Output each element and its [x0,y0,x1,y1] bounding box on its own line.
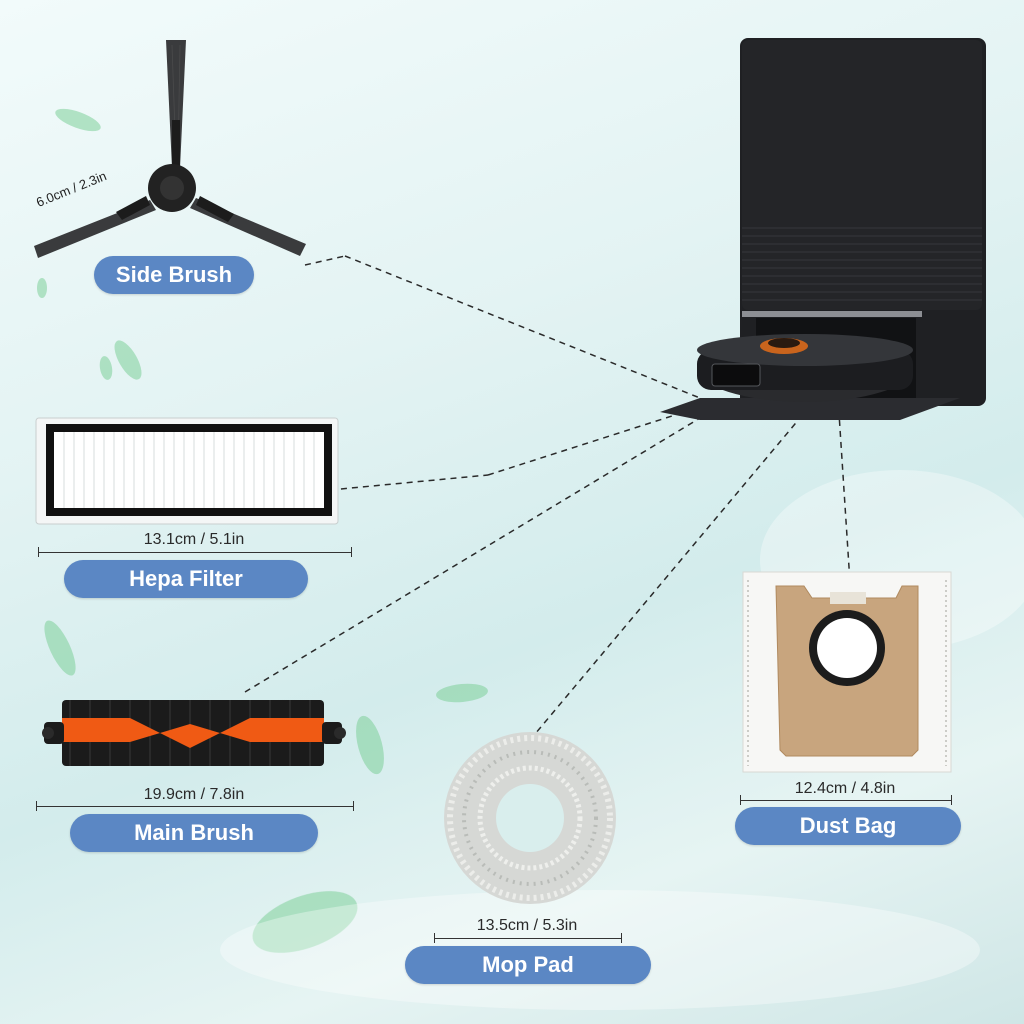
main-brush-dimension-line [36,801,354,811]
main-brush-label: Main Brush [70,814,318,852]
hepa-filter-label: Hepa Filter [64,560,308,598]
dust-bag-dimension-line [740,795,952,805]
hepa-filter-dimension: 13.1cm / 5.1in [143,531,245,548]
main-brush-dimension: 19.9cm / 7.8in [143,786,245,803]
mop-pad-dimension: 13.5cm / 5.3in [476,917,578,934]
mop-pad-label: Mop Pad [405,946,651,984]
hepa-filter-dimension-line [38,547,352,557]
side-brush-label: Side Brush [94,256,254,294]
mop-pad-dimension-line [434,933,622,943]
dust-bag-label: Dust Bag [735,807,961,845]
dust-bag-dimension: 12.4cm / 4.8in [794,780,896,797]
